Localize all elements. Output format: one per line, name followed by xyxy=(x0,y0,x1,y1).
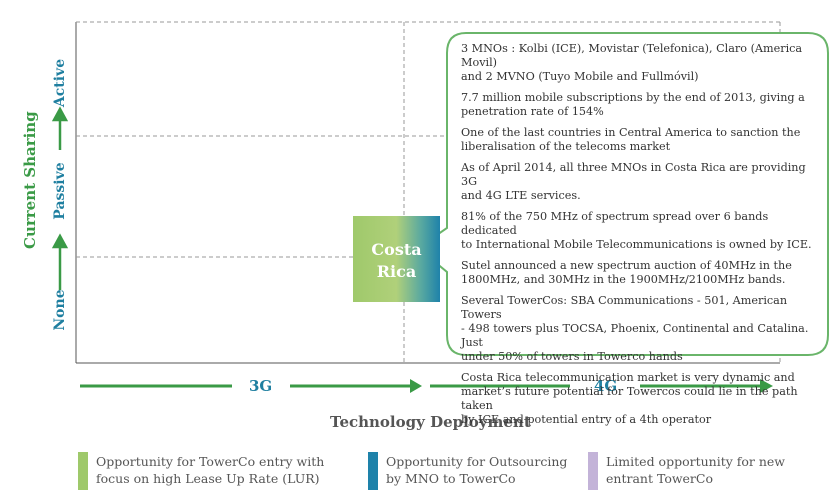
callout-paragraph: 81% of the 750 MHz of spectrum spread ov… xyxy=(461,210,817,252)
callout-line: 81% of the 750 MHz of spectrum spread ov… xyxy=(461,210,769,237)
callout-line: 1800MHz, and 30MHz in the 1900MHz/2100MH… xyxy=(461,273,786,286)
legend-item-3-line-1: Limited opportunity for new xyxy=(606,454,786,469)
callout-line: to International Mobile Telecommunicatio… xyxy=(461,238,812,251)
callout-paragraph: Several TowerCos: SBA Communications - 5… xyxy=(461,294,817,364)
data-point-costa-rica: Costa Rica xyxy=(353,216,440,302)
callout-line: One of the last countries in Central Ame… xyxy=(461,126,801,139)
legend-item-2: Opportunity for Outsourcing by MNO to To… xyxy=(386,453,567,487)
legend-item-2-line-2: by MNO to TowerCo xyxy=(386,471,516,486)
callout-text: 3 MNOs : Kolbi (ICE), Movistar (Telefoni… xyxy=(461,42,817,434)
x-tick-3g: 3G xyxy=(249,377,273,395)
callout-line: As of April 2014, all three MNOs in Cost… xyxy=(461,161,806,188)
legend-item-1-line-2: focus on high Lease Up Rate (LUR) xyxy=(96,471,320,486)
legend-item-3: Limited opportunity for new entrant Towe… xyxy=(606,453,785,487)
callout-line: 3 MNOs : Kolbi (ICE), Movistar (Telefoni… xyxy=(461,42,803,69)
callout-bubble xyxy=(416,32,829,356)
x-arrow-2-head xyxy=(760,379,773,393)
data-point-label-line-2: Rica xyxy=(376,262,417,281)
callout-paragraph: Costa Rica telecommunication market is v… xyxy=(461,371,817,427)
callout-line: Sutel announced a new spectrum auction o… xyxy=(461,259,792,272)
callout-line: by ICE and potential entry of a 4th oper… xyxy=(461,413,712,426)
y-arrow-1-head xyxy=(51,233,69,249)
callout-line: liberalisation of the telecoms market xyxy=(461,140,671,153)
legend-swatch-green xyxy=(78,452,88,490)
y-tick-active: Active xyxy=(52,58,68,108)
callout-line: and 4G LTE services. xyxy=(461,189,581,202)
y-tick-none: None xyxy=(52,289,68,331)
legend-item-2-line-1: Opportunity for Outsourcing xyxy=(386,454,568,469)
x-tick-4g: 4G xyxy=(594,377,618,395)
legend-item-1: Opportunity for TowerCo entry with focus… xyxy=(96,453,324,487)
legend-item-3-line-2: entrant TowerCo xyxy=(606,471,714,486)
callout-line: Costa Rica telecommunication market is v… xyxy=(461,371,795,384)
callout-paragraph: As of April 2014, all three MNOs in Cost… xyxy=(461,161,817,203)
callout-line: penetration rate of 154% xyxy=(461,105,604,118)
data-point-label-line-1: Costa xyxy=(371,240,422,259)
callout-line: 7.7 million mobile subscriptions by the … xyxy=(461,91,805,104)
callout-paragraph: One of the last countries in Central Ame… xyxy=(461,126,817,154)
x-arrow-1-head xyxy=(410,379,422,393)
legend-item-1-line-1: Opportunity for TowerCo entry with xyxy=(96,454,325,469)
x-axis-label: Technology Deployment xyxy=(330,413,531,431)
callout-line: market’s future potential for Towercos c… xyxy=(461,385,798,412)
callout-paragraph: 7.7 million mobile subscriptions by the … xyxy=(461,91,817,119)
legend-swatch-purple xyxy=(588,452,598,490)
callout-paragraph: 3 MNOs : Kolbi (ICE), Movistar (Telefoni… xyxy=(461,42,817,84)
legend-swatch-blue xyxy=(368,452,378,490)
callout-line: Several TowerCos: SBA Communications - 5… xyxy=(461,294,788,321)
callout-line: under 50% of towers in Towerco hands xyxy=(461,350,683,363)
callout-paragraph: Sutel announced a new spectrum auction o… xyxy=(461,259,817,287)
y-axis-label: Current Sharing xyxy=(21,111,39,249)
y-tick-passive: Passive xyxy=(52,162,68,220)
y-arrow-2-head xyxy=(51,106,69,122)
callout-line: - 498 towers plus TOCSA, Phoenix, Contin… xyxy=(461,322,809,349)
callout-line: and 2 MVNO (Tuyo Mobile and Fullmóvil) xyxy=(461,70,699,83)
